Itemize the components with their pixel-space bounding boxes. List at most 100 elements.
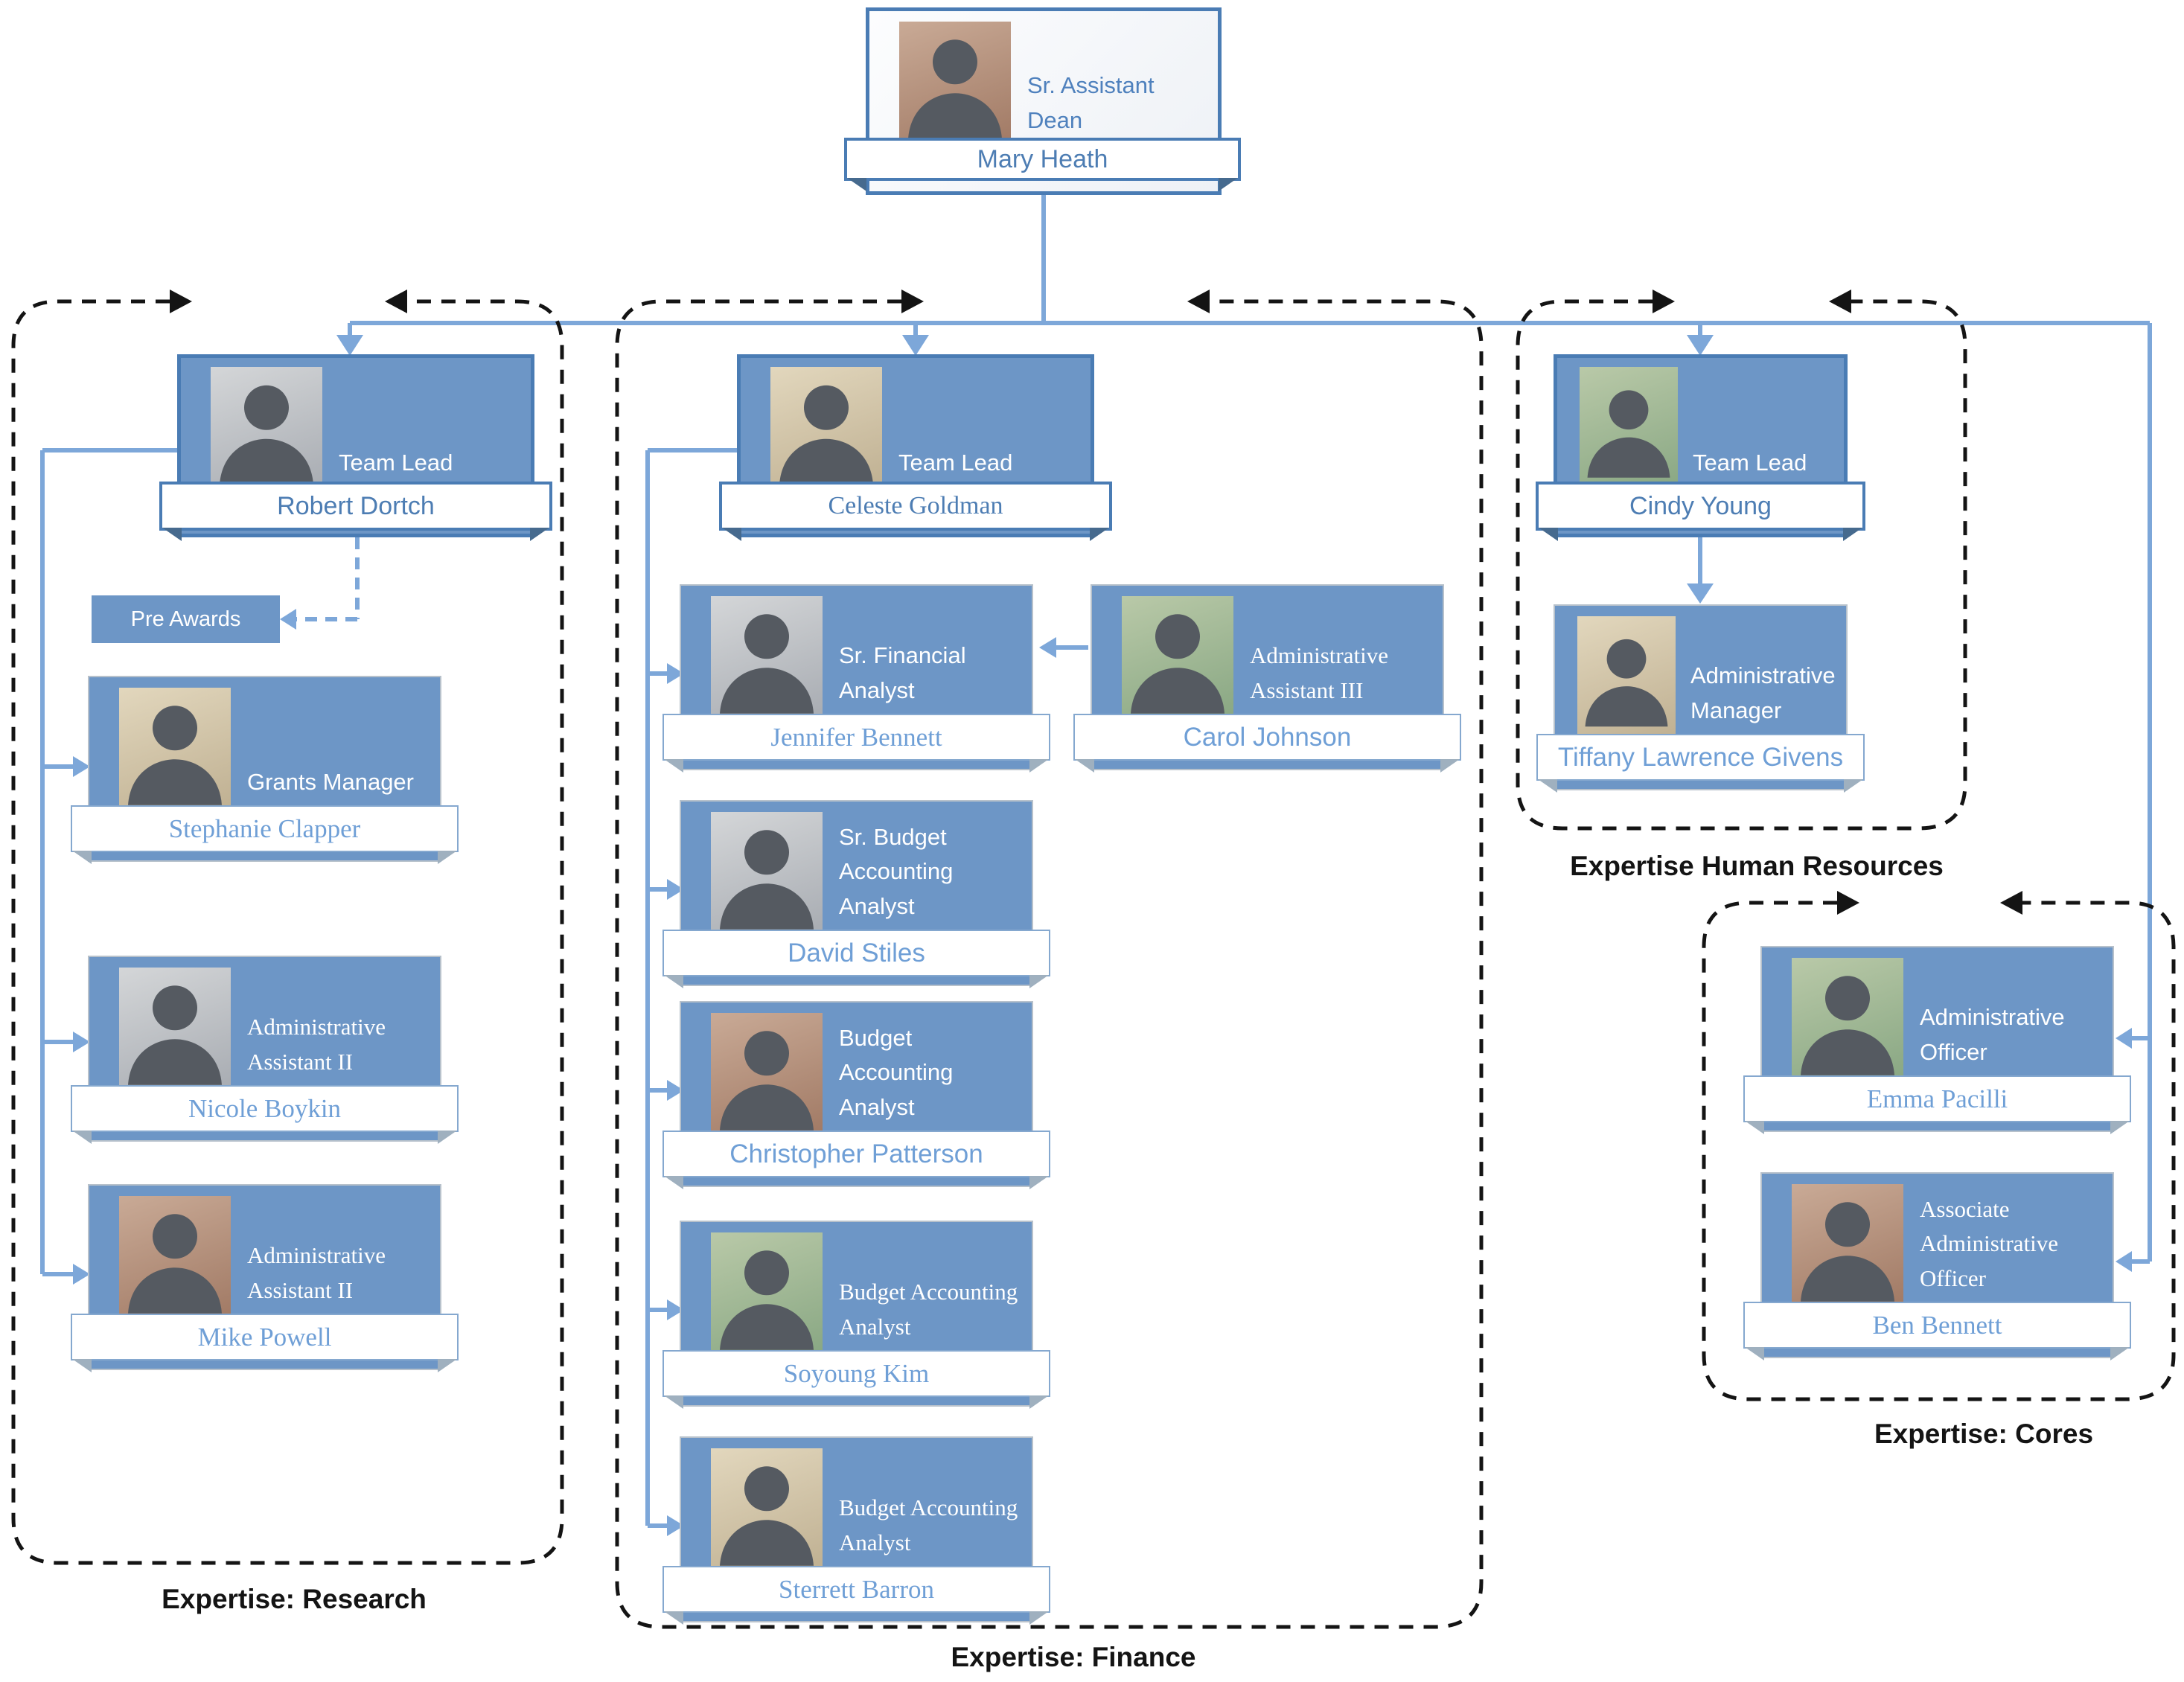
arrow-right-icon <box>667 663 684 684</box>
arrow-down-icon <box>1687 335 1714 356</box>
person-silhouette-icon <box>128 706 222 805</box>
arrow-left-icon <box>1829 290 1851 313</box>
name-ribbon: Cindy Young <box>1536 482 1865 541</box>
pre-awards-dashed-connector <box>296 537 360 621</box>
person-name: Mike Powell <box>197 1322 332 1352</box>
name-ribbon: Celeste Goldman <box>719 482 1112 541</box>
member-card: Budget Accounting Analyst Christopher Pa… <box>662 1001 1050 1189</box>
name-ribbon: David Stiles <box>662 930 1050 988</box>
person-name: Jennifer Bennett <box>770 722 942 752</box>
person-silhouette-icon <box>1587 390 1670 478</box>
arrow-left-icon <box>1187 290 1210 313</box>
portrait-photo <box>1792 958 1903 1075</box>
name-ribbon: Stephanie Clapper <box>71 805 459 864</box>
portrait-photo <box>1792 1184 1903 1302</box>
arrow-left-icon <box>2000 891 2022 915</box>
name-ribbon: Emma Pacilli <box>1743 1075 2131 1134</box>
group-label-research: Expertise: Research <box>162 1584 427 1614</box>
person-name: Sterrett Barron <box>779 1574 934 1604</box>
person-title: Administrative Assistant III <box>1250 642 1388 703</box>
portrait-photo <box>211 367 322 485</box>
person-title: Team Lead <box>898 449 1013 476</box>
arrow-down-icon <box>336 335 363 356</box>
person-silhouette-icon <box>720 1466 814 1566</box>
arrow-right-icon <box>73 1032 90 1052</box>
arrow-right-icon <box>667 1080 684 1101</box>
arrow-left-icon <box>2116 1251 2132 1272</box>
member-card: Administrative Assistant III Carol Johns… <box>1073 584 1461 773</box>
person-name: Tiffany Lawrence Givens <box>1557 742 1844 772</box>
person-title: Administrative Assistant II <box>247 1242 386 1303</box>
team-lead-card-finance: Team Lead Celeste Goldman <box>719 354 1112 541</box>
name-ribbon: Carol Johnson <box>1073 714 1461 773</box>
person-silhouette-icon <box>720 614 814 714</box>
portrait-photo <box>899 22 1011 139</box>
person-title: Sr. Budget Accounting Analyst <box>839 823 954 919</box>
group-label-cores: Expertise: Cores <box>1874 1419 2094 1449</box>
portrait-photo <box>1580 367 1678 485</box>
name-ribbon: Ben Bennett <box>1743 1302 2131 1360</box>
member-card: Sr. Budget Accounting Analyst David Stil… <box>662 800 1050 988</box>
member-card: Budget Accounting Analyst Sterrett Barro… <box>662 1436 1050 1625</box>
arrow-left-icon <box>385 290 407 313</box>
portrait-photo <box>711 1232 823 1350</box>
blue-connectors <box>40 195 2152 1528</box>
arrow-right-icon <box>667 1515 684 1536</box>
portrait-photo <box>711 812 823 930</box>
pre-awards-tag: Pre Awards <box>92 595 280 643</box>
name-ribbon: Christopher Patterson <box>662 1131 1050 1189</box>
arrow-right-icon <box>667 1299 684 1320</box>
person-name: Ben Bennett <box>1872 1310 2002 1340</box>
portrait-photo <box>770 367 882 485</box>
name-ribbon: Sterrett Barron <box>662 1566 1050 1625</box>
person-name: Carol Johnson <box>1183 722 1352 752</box>
person-silhouette-icon <box>1131 614 1224 714</box>
person-title: Budget Accounting Analyst <box>839 1494 1018 1555</box>
person-name: Robert Dortch <box>277 491 435 520</box>
name-ribbon: Soyoung Kim <box>662 1350 1050 1409</box>
arrow-right-icon <box>1837 891 1859 915</box>
person-silhouette-icon <box>1801 976 1894 1075</box>
name-ribbon: Nicole Boykin <box>71 1085 459 1144</box>
person-name: Emma Pacilli <box>1866 1084 2008 1113</box>
arrow-right-icon <box>901 290 924 313</box>
portrait-photo <box>1577 616 1676 734</box>
portrait-photo <box>711 596 823 714</box>
person-title: Team Lead <box>1693 449 1807 476</box>
name-ribbon: Robert Dortch <box>159 482 552 541</box>
blue-arrowheads <box>73 335 2132 1536</box>
member-card: Administrative Manager Tiffany Lawrence … <box>1536 604 1865 793</box>
person-name: Christopher Patterson <box>729 1139 983 1168</box>
person-title: Sr. Financial Analyst <box>839 642 966 703</box>
person-name: Soyoung Kim <box>783 1358 930 1388</box>
arrow-down-icon <box>902 335 929 356</box>
team-lead-card-research: Team Lead Robert Dortch <box>159 354 552 541</box>
name-ribbon: Mike Powell <box>71 1314 459 1372</box>
member-card: Administrative Assistant II Nicole Boyki… <box>71 956 459 1144</box>
member-card: Grants Manager Stephanie Clapper <box>71 676 459 864</box>
group-label-hr: Expertise Human Resources <box>1570 851 1944 881</box>
black-arrowheads <box>170 290 2022 915</box>
portrait-photo <box>1122 596 1233 714</box>
portrait-photo <box>711 1013 823 1131</box>
person-name: Mary Heath <box>977 144 1108 173</box>
person-name: David Stiles <box>788 938 925 968</box>
name-ribbon: Jennifer Bennett <box>662 714 1050 773</box>
person-silhouette-icon <box>1801 1202 1894 1302</box>
person-silhouette-icon <box>128 1214 222 1314</box>
person-title: Grants Manager <box>247 768 414 795</box>
member-card: Budget Accounting Analyst Soyoung Kim <box>662 1221 1050 1409</box>
team-lead-card-hr: Team Lead Cindy Young <box>1536 354 1865 541</box>
person-silhouette-icon <box>220 385 313 485</box>
portrait-photo <box>119 1196 231 1314</box>
arrow-left-icon <box>280 609 296 630</box>
group-border-research <box>11 299 564 1565</box>
person-silhouette-icon <box>720 830 814 930</box>
portrait-photo <box>119 968 231 1085</box>
person-silhouette-icon <box>720 1250 814 1350</box>
person-title: Budget Accounting Analyst <box>839 1024 954 1120</box>
person-name: Celeste Goldman <box>828 492 1003 519</box>
member-card: Administrative Assistant II Mike Powell <box>71 1184 459 1372</box>
member-card: Sr. Financial Analyst Jennifer Bennett <box>662 584 1050 773</box>
